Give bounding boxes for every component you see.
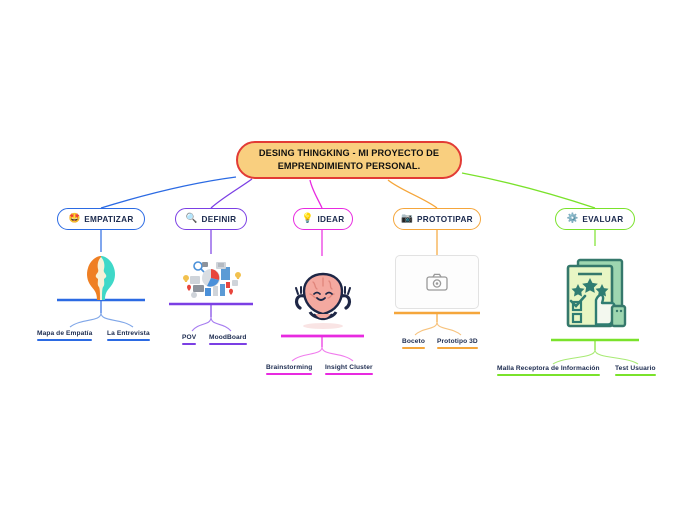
leaf-label: Malla Receptora de Información bbox=[497, 365, 600, 372]
leaf-label: Test Usuario bbox=[615, 365, 656, 372]
leaf-label: Prototipo 3D bbox=[437, 338, 478, 345]
branch-label-idear: IDEAR bbox=[317, 214, 345, 224]
branch-node-idear[interactable]: 💡 IDEAR bbox=[293, 208, 353, 230]
leaf-mapa-de-empatia[interactable]: Mapa de Empatía bbox=[37, 330, 93, 341]
leaf-brainstorming[interactable]: Brainstorming bbox=[266, 364, 313, 375]
magnifier-emoji: 🔍 bbox=[185, 213, 198, 225]
leaf-underline bbox=[266, 372, 313, 375]
leaf-label: Mapa de Empatía bbox=[37, 330, 93, 337]
leaf-underline bbox=[209, 342, 247, 345]
branch-label-evaluar: EVALUAR bbox=[582, 214, 624, 224]
leaf-underline bbox=[182, 342, 197, 345]
leaf-malla-receptora-de-informacion[interactable]: Malla Receptora de Información bbox=[497, 365, 600, 376]
evaluation-clipboard-thumbsup-illustration bbox=[556, 252, 636, 338]
leaf-underline bbox=[402, 346, 425, 349]
leaf-underline bbox=[325, 372, 373, 375]
leaf-underline bbox=[497, 373, 600, 376]
root-node-label: DESING THINGKING - MI PROYECTO DE EMPREN… bbox=[258, 148, 440, 171]
root-node[interactable]: DESING THINGKING - MI PROYECTO DE EMPREN… bbox=[236, 141, 462, 179]
leaf-la-entrevista[interactable]: La Entrevista bbox=[107, 330, 150, 341]
leaf-label: Boceto bbox=[402, 338, 425, 345]
leaf-label: POV bbox=[182, 334, 197, 341]
leaf-moodboard[interactable]: MoodBoard bbox=[209, 334, 247, 345]
leaf-boceto[interactable]: Boceto bbox=[402, 338, 425, 349]
branch-node-empatizar[interactable]: 🤩 EMPATIZAR bbox=[57, 208, 145, 230]
branch-label-prototipar: PROTOTIPAR bbox=[416, 214, 473, 224]
leaf-label: Insight Cluster bbox=[325, 364, 373, 371]
leaf-insight-cluster[interactable]: Insight Cluster bbox=[325, 364, 373, 375]
camera-emoji: 📷 bbox=[401, 213, 413, 225]
empathy-two-faces-illustration bbox=[61, 252, 141, 300]
leaf-label: MoodBoard bbox=[209, 334, 247, 341]
leaf-underline bbox=[107, 338, 150, 341]
meditating-brain-illustration bbox=[284, 256, 362, 334]
branch-label-empatizar: EMPATIZAR bbox=[84, 214, 134, 224]
leaf-underline bbox=[615, 373, 656, 376]
branch-node-definir[interactable]: 🔍 DEFINIR bbox=[175, 208, 247, 230]
lightbulb-emoji: 💡 bbox=[301, 213, 314, 225]
camera-icon bbox=[426, 273, 448, 291]
star-struck-emoji: 🤩 bbox=[68, 213, 81, 225]
branch-label-definir: DEFINIR bbox=[201, 214, 237, 224]
leaf-pov[interactable]: POV bbox=[182, 334, 197, 345]
placeholder-box bbox=[395, 255, 479, 309]
leaf-prototipo-3d[interactable]: Prototipo 3D bbox=[437, 338, 478, 349]
leaf-label: La Entrevista bbox=[107, 330, 150, 337]
data-analytics-collage-illustration bbox=[174, 254, 248, 304]
branch-node-prototipar[interactable]: 📷 PROTOTIPAR bbox=[393, 208, 481, 230]
leaf-underline bbox=[37, 338, 93, 341]
gear-emoji: ⚙️ bbox=[566, 213, 579, 225]
branch-node-evaluar[interactable]: ⚙️ EVALUAR bbox=[555, 208, 635, 230]
leaf-label: Brainstorming bbox=[266, 364, 313, 371]
broken-image-placeholder bbox=[395, 255, 479, 309]
leaf-underline bbox=[437, 346, 478, 349]
leaf-test-usuario[interactable]: Test Usuario bbox=[615, 365, 656, 376]
